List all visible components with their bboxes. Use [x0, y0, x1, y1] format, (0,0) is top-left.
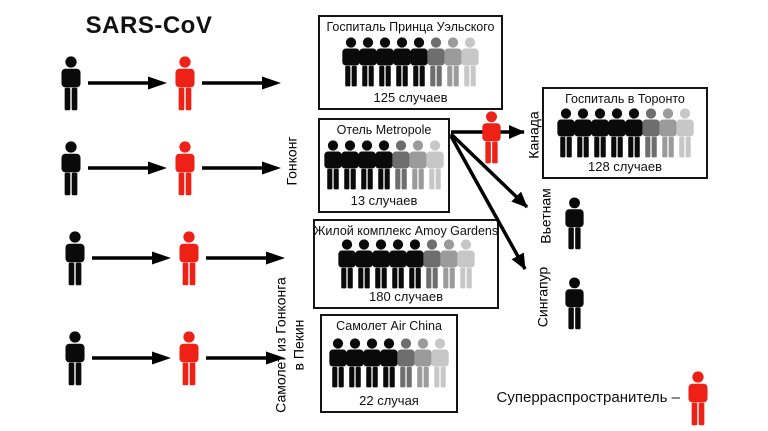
cluster-case-count: 128 случаев [587, 159, 663, 174]
transmission-arrow-icon [92, 251, 171, 265]
case-person-icon [395, 338, 417, 388]
case-person-icon [424, 140, 446, 190]
cluster-case-count: 22 случая [359, 393, 419, 408]
case-person-icon [657, 107, 679, 158]
legend-label: Суперраспространитель – [496, 389, 680, 406]
case-person-icon [404, 238, 426, 289]
cluster-title: Самолет Air China [336, 319, 442, 333]
case-person-icon [378, 338, 400, 388]
case-person-icon [429, 338, 451, 388]
route-label-line: Самолет из Гонконга [272, 277, 289, 413]
case-person-icon [455, 238, 477, 289]
chain-row [62, 230, 286, 286]
cluster-box-air-china-flight: Самолет Air China 22 случая [320, 314, 458, 413]
cluster-title: Госпиталь в Торонто [565, 92, 685, 106]
case-person-icon [421, 238, 443, 289]
cluster-box-amoy-gardens: Жилой комплекс Amoy Gardens 180 случаев [313, 219, 499, 309]
cluster-box-toronto-hospital: Госпиталь в Торонто 128 случаев [542, 87, 708, 179]
legend-superspreader-icon [684, 371, 712, 426]
transmission-arrow-icon [88, 161, 167, 175]
singapore-person-icon [563, 277, 586, 330]
case-person-icon [327, 338, 349, 388]
chain-row [58, 140, 282, 196]
cluster-figures [322, 140, 446, 190]
route-label-beijing-flight: Самолет из Гонконга в Пекин [273, 277, 308, 413]
superspreader-person-icon [176, 230, 202, 286]
route-label-line: в Пекин [290, 319, 306, 371]
singapore-label: Сингапур [534, 266, 551, 328]
case-person-icon [339, 140, 361, 190]
route-label-hongkong: Гонконг [283, 136, 300, 186]
superspreader-center-icon [479, 111, 504, 164]
case-person-icon [438, 238, 460, 289]
transmission-arrow-icon [88, 76, 167, 90]
case-person-icon [623, 107, 645, 158]
case-person-icon [408, 37, 430, 87]
case-person-icon [425, 37, 447, 87]
case-person-icon [572, 107, 594, 158]
canada-label: Канада [525, 111, 542, 159]
case-person-icon [356, 140, 378, 190]
case-person-icon [459, 37, 481, 87]
superspreader-person-icon [172, 140, 198, 196]
case-person-icon [640, 107, 662, 158]
case-person-icon [322, 140, 344, 190]
superspreader-person-icon [176, 330, 202, 386]
transmission-arrow-icon [202, 161, 281, 175]
case-person-icon [442, 37, 464, 87]
case-person-icon [391, 37, 413, 87]
infected-person-icon [62, 330, 88, 386]
case-person-icon [336, 238, 358, 289]
cluster-figures [555, 107, 696, 158]
cluster-title: Госпиталь Принца Уэльского [326, 20, 495, 34]
case-person-icon [390, 140, 412, 190]
case-person-icon [674, 107, 696, 158]
vietnam-label: Вьетнам [537, 188, 554, 244]
case-person-icon [370, 238, 392, 289]
cluster-figures [336, 238, 477, 289]
cluster-figures [327, 338, 451, 388]
infected-person-icon [58, 140, 84, 196]
case-person-icon [407, 140, 429, 190]
case-person-icon [589, 107, 611, 158]
case-person-icon [606, 107, 628, 158]
infected-person-icon [58, 55, 84, 111]
cluster-box-prince-of-wales-hospital: Госпиталь Принца Уэльского 125 случаев [318, 15, 503, 110]
chain-row [62, 330, 286, 386]
case-person-icon [344, 338, 366, 388]
case-person-icon [361, 338, 383, 388]
case-person-icon [340, 37, 362, 87]
case-person-icon [357, 37, 379, 87]
transmission-arrow-icon [206, 251, 285, 265]
transmission-arrow-icon [202, 76, 281, 90]
cluster-case-count: 180 случаев [368, 289, 444, 304]
cluster-box-hotel-metropole: Отель Metropole 13 случаев [318, 118, 450, 213]
vietnam-person-icon [563, 197, 586, 250]
chain-row [58, 55, 282, 111]
transmission-arrow-icon [206, 351, 285, 365]
case-person-icon [373, 140, 395, 190]
case-person-icon [387, 238, 409, 289]
cluster-figures [340, 37, 481, 87]
cluster-title: Жилой комплекс Amoy Gardens [313, 224, 499, 238]
transmission-arrow-icon [92, 351, 171, 365]
diagram-title: SARS-CoV [85, 12, 213, 39]
superspreader-person-icon [172, 55, 198, 111]
case-person-icon [353, 238, 375, 289]
cluster-case-count: 13 случаев [350, 193, 418, 208]
cluster-case-count: 125 случаев [373, 90, 448, 105]
infected-person-icon [62, 230, 88, 286]
case-person-icon [412, 338, 434, 388]
cluster-title: Отель Metropole [336, 123, 432, 137]
case-person-icon [555, 107, 577, 158]
case-person-icon [374, 37, 396, 87]
